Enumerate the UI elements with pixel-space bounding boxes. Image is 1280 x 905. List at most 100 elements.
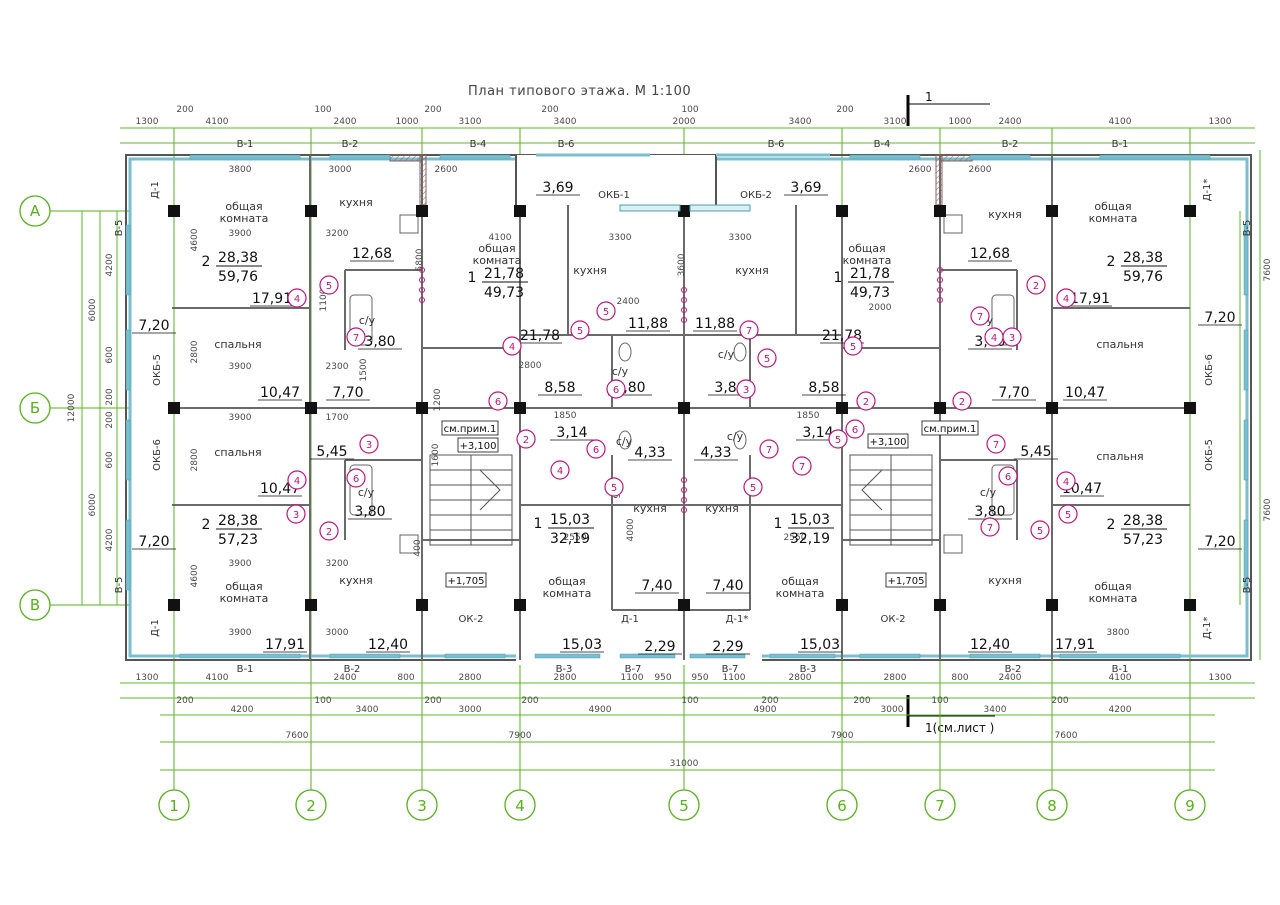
column: [168, 402, 180, 414]
window-label-top: В-4: [470, 139, 487, 150]
dim-bottom-small: 100: [931, 696, 948, 706]
room-name-kuhnya: кухня: [339, 574, 372, 587]
column: [934, 205, 946, 217]
apartment-rooms-count: 1: [834, 270, 843, 286]
dim-top: 1000: [949, 117, 972, 127]
door-label: Д-1*: [726, 614, 749, 625]
marker-callout: 3: [359, 434, 379, 454]
marker-number: 5: [1065, 510, 1071, 521]
column: [168, 205, 180, 217]
apartment-living-area: 15,03: [790, 512, 830, 528]
dim-top: 1300: [1209, 117, 1232, 127]
room-area-value: 12,68: [352, 246, 392, 262]
room-area-value: 7,40: [641, 578, 672, 594]
axis-letter-label: А: [30, 202, 41, 220]
dim-inner-width: 3200: [326, 229, 349, 239]
level-mark-text: +3,100: [459, 441, 496, 452]
level-mark: +3,100: [457, 437, 499, 453]
marker-number: 7: [353, 333, 359, 344]
axis-bubble-3: 3: [406, 789, 438, 821]
dim-side: 200: [105, 388, 115, 405]
level-mark-text: +1,705: [887, 576, 924, 587]
marker-number: 3: [293, 510, 299, 521]
window-label-bottom: ОК-2: [459, 614, 484, 625]
room-name-kuhnya: кухня: [988, 574, 1021, 587]
apartment-rooms-count: 2: [202, 517, 211, 533]
marker-callout: 7: [986, 434, 1006, 454]
window-label-bottom: ОК-2: [881, 614, 906, 625]
marker-callout: 3: [736, 379, 756, 399]
dim-left: 6000: [88, 493, 98, 516]
marker-number: 5: [835, 435, 841, 446]
column: [416, 205, 428, 217]
room-name-su: с/у: [359, 314, 376, 327]
marker-number: 4: [509, 342, 515, 353]
marker-number: 4: [294, 476, 300, 487]
marker-callout: 2: [1026, 275, 1046, 295]
apartment-living-area: 15,03: [550, 512, 590, 528]
dim-side: 200: [105, 411, 115, 428]
room-area-value: 7,20: [138, 534, 169, 550]
column: [678, 599, 690, 611]
marker-number: 4: [1063, 477, 1069, 488]
dim-bottom: 2800: [459, 673, 482, 683]
dim-bottom-2: 3000: [881, 705, 904, 715]
room-area: 15,03: [560, 637, 604, 653]
room-area: 21,78: [518, 328, 562, 344]
room-area: 2,29: [706, 639, 750, 655]
dim-top: 2400: [999, 117, 1022, 127]
dim-top: 2400: [334, 117, 357, 127]
window-label-bottom: В-3: [800, 664, 817, 675]
marker-callout: 6: [606, 379, 626, 399]
window-label-left: ОКБ-5: [152, 354, 163, 386]
room-name-su: с/у: [980, 486, 997, 499]
dim-inner-width: 3000: [326, 628, 349, 638]
apartment-total-area: 59,76: [1123, 269, 1163, 285]
dim-bottom-small: 200: [853, 696, 870, 706]
marker-callout: 5: [604, 477, 624, 497]
room-area: 4,33: [628, 445, 672, 461]
dim-inner-width: 3900: [229, 413, 252, 423]
dim-inner-width: 3900: [229, 362, 252, 372]
marker-callout: 6: [586, 439, 606, 459]
room-area-value: 21,78: [520, 328, 560, 344]
column: [836, 205, 848, 217]
marker-number: 5: [850, 342, 856, 353]
dim-side: 4200: [105, 253, 115, 276]
section-marker-top: 1: [906, 90, 990, 126]
structural-columns: [168, 205, 1196, 611]
dim-top: 4100: [206, 117, 229, 127]
room-area-value: 11,88: [628, 316, 668, 332]
stair-left: [429, 454, 513, 546]
see-note-text: см.прим.1: [444, 424, 497, 435]
room-area: 7,20: [132, 534, 176, 550]
room-area: 3,69: [536, 180, 580, 196]
window-label-right: В-5: [1242, 577, 1253, 594]
dim-inner-width: 3300: [729, 233, 752, 243]
axis-number-label: 1: [169, 797, 179, 815]
marker-callout: 7: [792, 456, 812, 476]
dim-bottom: 1100: [723, 673, 746, 683]
dim-bottom-small: 200: [424, 696, 441, 706]
column: [514, 402, 526, 414]
apartment-total-area: 49,73: [850, 285, 890, 301]
dim-inner-width: 2600: [435, 165, 458, 175]
room-name-spalnya: спальня: [214, 446, 261, 459]
marker-number: 4: [1063, 294, 1069, 305]
column: [934, 402, 946, 414]
marker-callout: 3: [1002, 327, 1022, 347]
marker-callout: 4: [550, 460, 570, 480]
dim-inner-width: 2600: [909, 165, 932, 175]
dim-bottom-3: 7900: [831, 731, 854, 741]
room-area: 5,45: [310, 444, 354, 460]
marker-number: 6: [495, 397, 501, 408]
dim-inner-width: 1700: [326, 413, 349, 423]
marker-number: 7: [993, 440, 999, 451]
marker-number: 6: [852, 425, 858, 436]
